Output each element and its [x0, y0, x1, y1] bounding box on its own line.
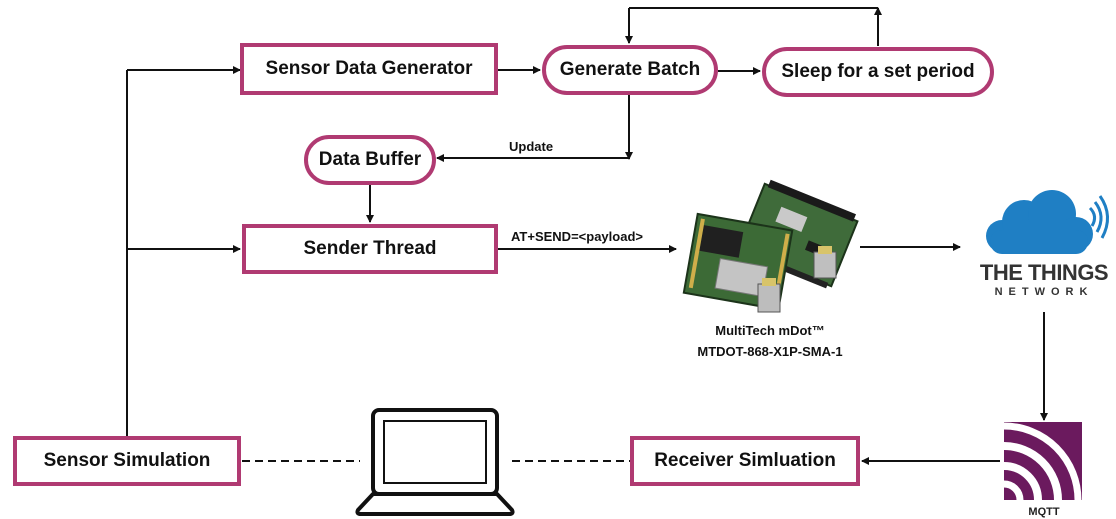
device-caption: MultiTech mDot™ MTDOT-868-X1P-SMA-1 [650, 320, 890, 362]
sensor-simulation-box: Sensor Simulation [13, 436, 241, 486]
mdot-module-image [682, 179, 859, 313]
sleep-box: Sleep for a set period [762, 47, 994, 97]
data-buffer-box: Data Buffer [304, 135, 436, 185]
update-label: Update [509, 139, 554, 154]
generate-batch-box: Generate Batch [542, 45, 718, 95]
cloud-icon [986, 190, 1109, 254]
at-send-label: AT+SEND=<payload> [511, 229, 643, 244]
mqtt-logo-icon [1003, 422, 1082, 501]
receiver-simulation-box: Receiver Simluation [630, 436, 860, 486]
device-model: MTDOT-868-X1P-SMA-1 [697, 344, 843, 359]
sender-thread-box: Sender Thread [242, 224, 498, 274]
network-name-line2: NETWORK [994, 286, 1094, 298]
mqtt-label: MQTT [1028, 506, 1060, 518]
device-name: MultiTech mDot™ [715, 323, 825, 338]
laptop-icon [355, 408, 515, 516]
sensor-data-generator-box: Sensor Data Generator [240, 43, 498, 95]
network-name-line1: THE THINGS [979, 260, 1109, 285]
